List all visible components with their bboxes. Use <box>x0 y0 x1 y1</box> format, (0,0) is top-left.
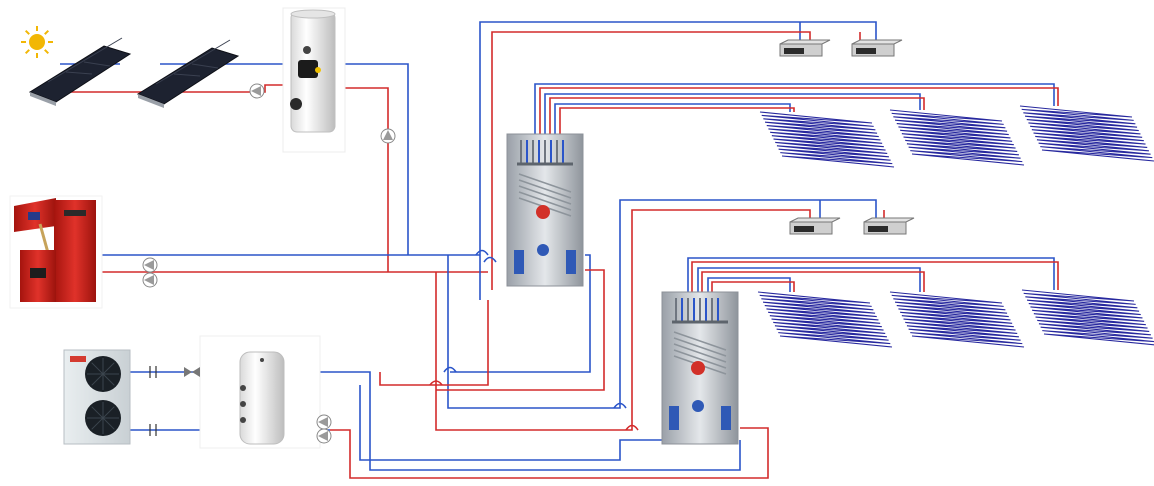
underfloor-heating-loop-icon <box>890 292 1024 347</box>
pellet-boiler-icon <box>10 196 102 308</box>
circulation-pump-icon <box>143 273 157 287</box>
circulation-pump-icon <box>143 258 157 272</box>
circulation-pump-icon <box>381 129 395 143</box>
loop-pipe <box>890 110 1024 165</box>
sun-icon <box>21 26 53 58</box>
loop-pipe <box>760 112 894 167</box>
tank-controller-icon <box>298 60 318 78</box>
solar-panel-icon <box>30 38 130 106</box>
circulation-pump-icon <box>317 415 331 429</box>
loop-pipe <box>890 292 1024 347</box>
loop-pipe <box>1020 106 1154 161</box>
lower-manifold-return-loop <box>360 385 662 460</box>
lower-loop-cold-1 <box>688 258 1054 295</box>
ducted-fan-coil-icon <box>852 40 902 56</box>
three-way-valve-icon <box>184 367 200 377</box>
distribution-manifold-icon <box>507 134 583 286</box>
ducted-fan-coil-icon <box>864 218 914 234</box>
underfloor-heating-loop-icon <box>1020 106 1154 161</box>
ducted-fan-coil-icon <box>790 218 840 234</box>
distribution-manifold-icon <box>662 292 738 444</box>
underfloor-heating-loop-icon <box>758 292 892 347</box>
air-source-heat-pump-icon <box>64 350 130 444</box>
underfloor-heating-loop-icon <box>890 110 1024 165</box>
tank-cold-riser <box>336 64 408 255</box>
ducted-fan-coil-icon <box>780 40 830 56</box>
circulation-pump-icon <box>250 84 264 98</box>
buffer-tank-icon <box>200 336 320 448</box>
hot-water-cylinder-icon <box>283 8 345 152</box>
sun-ray <box>26 50 30 54</box>
sun-ray <box>45 50 49 54</box>
circulation-pump-icon <box>317 429 331 443</box>
underfloor-heating-loop-icon <box>760 112 894 167</box>
upper-loop-cold-3 <box>555 104 790 138</box>
pipe-crossing <box>484 258 496 263</box>
sun-ray <box>45 31 49 35</box>
upper-loop-hot-3 <box>560 108 794 138</box>
underfloor-heating-loop-icon <box>1022 290 1154 345</box>
loop-pipe <box>758 292 892 347</box>
sun-ray <box>26 31 30 35</box>
solar-panel-icon <box>138 40 238 108</box>
pipe-break-icon <box>150 366 156 436</box>
loop-pipe <box>1022 290 1154 345</box>
